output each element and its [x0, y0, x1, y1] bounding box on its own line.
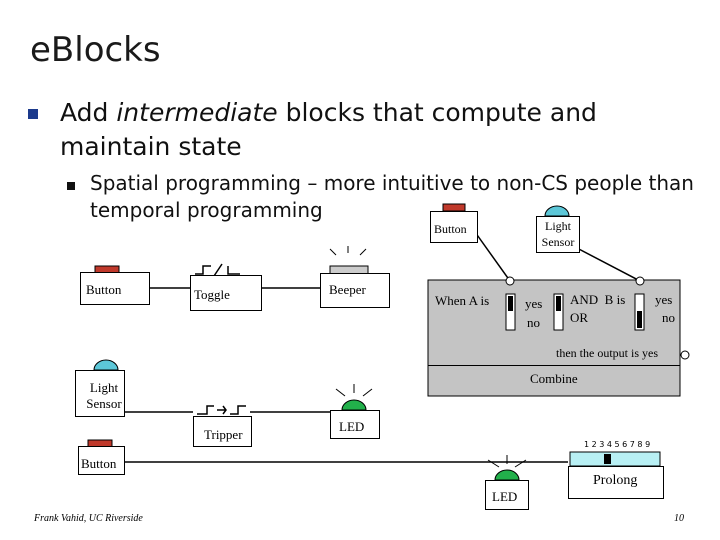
led-middle-rays-icon — [335, 384, 373, 397]
combine-divider — [428, 365, 680, 366]
led-bottom-block: LED — [485, 480, 529, 510]
prolong-block-label: Prolong — [593, 473, 638, 488]
combine-button-block: Button — [430, 211, 478, 243]
light-sensor-block: Light Sensor — [75, 370, 125, 417]
combine-light-sensor-label: Light Sensor — [541, 219, 575, 249]
output-port — [680, 350, 690, 360]
led-middle-dome — [341, 399, 367, 411]
bullet-marker-1 — [28, 109, 38, 119]
combine-light-sensor-dome — [544, 205, 570, 217]
prolong-block: Prolong — [568, 466, 664, 499]
button-block: Button — [80, 272, 150, 305]
led-bottom-rays-icon — [487, 455, 527, 468]
tripper-symbol-icon — [197, 405, 246, 415]
combine-button-label: Button — [434, 222, 467, 236]
no-a-label: no — [527, 315, 540, 330]
combine-light-sensor-block: Light Sensor — [536, 216, 580, 253]
yes-b-label: yes — [655, 292, 673, 307]
bullet-2: Spatial programming – more intuitive to … — [90, 171, 694, 222]
light-sensor-dome — [93, 359, 119, 371]
footer-author: Frank Vahid, UC Riverside — [34, 513, 143, 524]
toggle-symbol-icon — [195, 263, 240, 277]
beeper-block-label: Beeper — [329, 282, 366, 297]
and-b-is-label: AND B is — [570, 292, 626, 307]
bullet-1: Add intermediate blocks that compute and… — [60, 96, 680, 164]
switch-op-knob — [556, 296, 561, 311]
switch-b-knob — [637, 311, 642, 328]
prolong-switch — [604, 454, 611, 464]
input-a-port — [505, 276, 515, 286]
switch-op-track — [553, 293, 564, 331]
input-b-port — [635, 276, 645, 286]
prolong-display — [569, 451, 661, 467]
beeper-sound-icon — [329, 246, 367, 256]
led-bottom-block-label: LED — [492, 489, 518, 504]
switch-a-knob — [508, 296, 513, 311]
combine-label: Combine — [530, 371, 578, 386]
slide-title: eBlocks — [30, 30, 161, 70]
tripper-block: Tripper — [193, 416, 252, 447]
then-output-label: then the output is yes — [556, 346, 658, 360]
led-middle-block: LED — [330, 410, 380, 439]
no-b-label: no — [662, 310, 675, 325]
bullet-1-pre: Add — [60, 98, 117, 127]
light-sensor-block-label: Light Sensor — [86, 380, 122, 411]
yes-a-label: yes — [525, 296, 543, 311]
tripper-block-label: Tripper — [204, 427, 243, 442]
when-a-is-label: When A is — [435, 293, 490, 308]
page-number: 10 — [674, 513, 684, 524]
led-bottom-dome — [494, 469, 520, 481]
bullet-1-emphasis: intermediate — [116, 98, 278, 127]
button-bottom-block: Button — [78, 446, 125, 475]
button-bottom-block-label: Button — [81, 456, 117, 471]
combine-button-cap — [442, 203, 466, 212]
led-middle-block-label: LED — [339, 419, 365, 434]
toggle-block: Toggle — [190, 275, 262, 311]
switch-a-track — [505, 293, 516, 331]
toggle-block-label: Toggle — [194, 287, 230, 302]
or-label: OR — [570, 310, 589, 325]
bullet-marker-2 — [67, 182, 75, 190]
beeper-block: Beeper — [320, 273, 390, 308]
bullet-1-post: blocks that compute and maintain state — [60, 98, 597, 161]
prolong-digits: 1 2 3 4 5 6 7 8 9 — [584, 440, 651, 449]
button-block-label: Button — [86, 282, 122, 297]
